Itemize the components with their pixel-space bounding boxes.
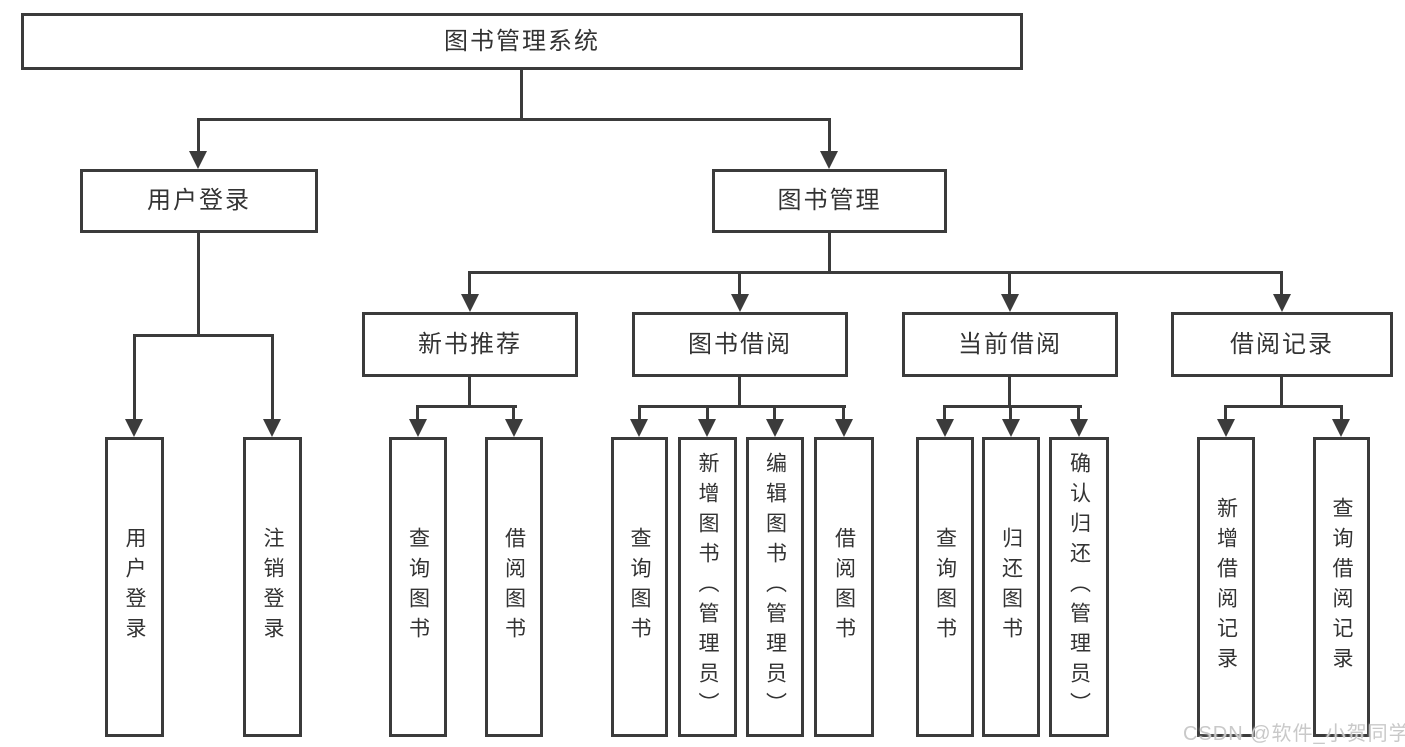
connector-line (1280, 271, 1283, 296)
node-borrowing-records: 借阅记录 (1171, 312, 1393, 377)
connector-line (468, 271, 1283, 274)
arrowhead-down-icon (263, 419, 281, 437)
arrowhead-down-icon (731, 294, 749, 312)
arrowhead-down-icon (1332, 419, 1350, 437)
connector-line (416, 405, 419, 421)
arrowhead-down-icon (461, 294, 479, 312)
connector-line (638, 405, 846, 408)
node-new-book-recommend: 新书推荐 (362, 312, 578, 377)
connector-line (520, 70, 523, 120)
arrowhead-down-icon (1001, 294, 1019, 312)
leaf-query-borrow-record: 查询借阅记录 (1313, 437, 1370, 737)
node-label: 新增图书（管理员） (696, 452, 719, 722)
arrowhead-down-icon (1002, 419, 1020, 437)
node-user-login: 用户登录 (80, 169, 318, 233)
connector-line (271, 334, 274, 421)
connector-line (468, 377, 471, 408)
leaf-edit-books-admin: 编辑图书（管理员） (746, 437, 804, 737)
node-label: 编辑图书（管理员） (763, 452, 787, 722)
leaf-borrow-books: 借阅图书 (814, 437, 874, 737)
arrowhead-down-icon (766, 419, 784, 437)
node-current-borrowing: 当前借阅 (902, 312, 1118, 377)
node-label: 注销登录 (261, 527, 284, 647)
connector-line (706, 405, 709, 421)
leaf-borrow-books-recommend: 借阅图书 (485, 437, 543, 737)
node-label: 查询图书 (933, 527, 957, 647)
connector-line (842, 405, 845, 421)
node-label: 归还图书 (999, 527, 1023, 647)
node-book-management: 图书管理 (712, 169, 947, 233)
connector-line (638, 405, 641, 421)
leaf-confirm-return-admin: 确认归还（管理员） (1049, 437, 1109, 737)
connector-line (943, 405, 1082, 408)
leaf-query-books-current: 查询图书 (916, 437, 974, 737)
connector-line (773, 405, 776, 421)
connector-line (1009, 405, 1012, 421)
connector-line (133, 334, 136, 421)
watermark: CSDN @软件_小贺同学 (1183, 723, 1405, 745)
leaf-add-borrow-record: 新增借阅记录 (1197, 437, 1255, 737)
connector-line (133, 334, 274, 337)
arrowhead-down-icon (1217, 419, 1235, 437)
connector-line (197, 118, 831, 121)
arrowhead-down-icon (505, 419, 523, 437)
arrowhead-down-icon (936, 419, 954, 437)
arrowhead-down-icon (1070, 419, 1088, 437)
node-label: 确认归还（管理员） (1067, 452, 1091, 722)
arrowhead-down-icon (1273, 294, 1291, 312)
node-label: 图书管理系统 (444, 27, 600, 55)
connector-line (468, 271, 471, 296)
node-label: 用户登录 (147, 187, 251, 214)
leaf-return-books: 归还图书 (982, 437, 1040, 737)
arrowhead-down-icon (835, 419, 853, 437)
connector-line (1280, 377, 1283, 408)
node-label: 查询图书 (628, 527, 651, 647)
connector-line (197, 233, 200, 337)
arrowhead-down-icon (630, 419, 648, 437)
arrowhead-down-icon (409, 419, 427, 437)
arrowhead-down-icon (125, 419, 143, 437)
node-label: 图书借阅 (688, 330, 792, 358)
node-label: 借阅图书 (502, 527, 526, 647)
connector-line (1224, 405, 1227, 421)
node-label: 借阅记录 (1230, 330, 1334, 358)
node-label: 新增借阅记录 (1214, 497, 1238, 677)
node-label: 图书管理 (777, 187, 882, 214)
leaf-query-books-recommend: 查询图书 (389, 437, 447, 737)
connector-line (738, 377, 741, 408)
arrowhead-down-icon (698, 419, 716, 437)
connector-line (1008, 377, 1011, 408)
connector-line (1340, 405, 1343, 421)
leaf-add-books-admin: 新增图书（管理员） (678, 437, 737, 737)
connector-line (1008, 271, 1011, 296)
leaf-user-login: 用户登录 (105, 437, 164, 737)
connector-line (1224, 405, 1343, 408)
leaf-logout: 注销登录 (243, 437, 302, 737)
node-label: 当前借阅 (958, 330, 1062, 358)
node-label: 用户登录 (123, 527, 146, 647)
node-label: 借阅图书 (832, 527, 856, 647)
node-library-management-system: 图书管理系统 (21, 13, 1023, 70)
node-label: 查询图书 (406, 527, 430, 647)
connector-line (512, 405, 515, 421)
arrowhead-down-icon (189, 151, 207, 169)
node-label: 查询借阅记录 (1330, 497, 1353, 677)
node-label: 新书推荐 (418, 330, 522, 358)
connector-line (738, 271, 741, 296)
connector-line (943, 405, 946, 421)
connector-line (197, 118, 200, 154)
connector-line (1077, 405, 1080, 421)
node-book-borrowing: 图书借阅 (632, 312, 848, 377)
connector-line (828, 233, 831, 274)
leaf-query-books-borrowing: 查询图书 (611, 437, 668, 737)
connector-line (417, 405, 517, 408)
connector-line (828, 118, 831, 154)
arrowhead-down-icon (820, 151, 838, 169)
